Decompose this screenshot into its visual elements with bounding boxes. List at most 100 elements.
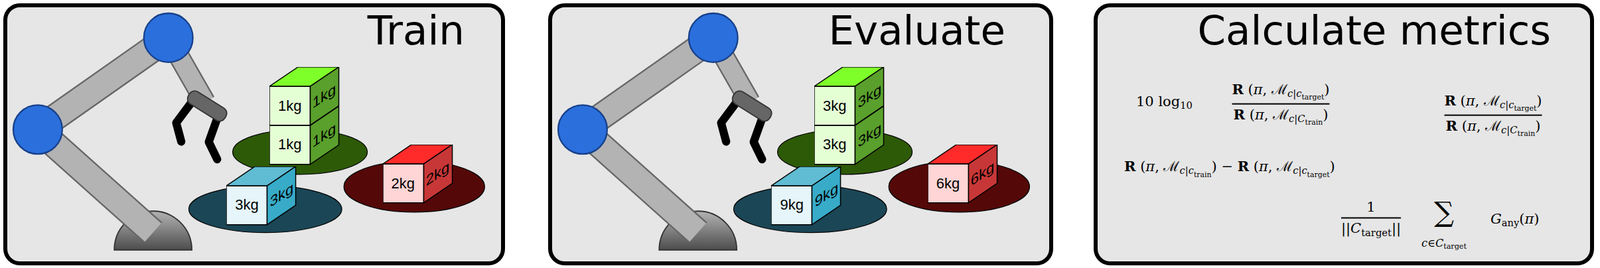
formula-run: target	[1307, 170, 1330, 180]
formula-run: , ℳ	[1154, 158, 1180, 175]
formula-run: target	[1301, 92, 1324, 102]
formula-run: π	[1465, 92, 1476, 109]
formula-run: )	[1536, 92, 1542, 109]
formula-run: R	[1444, 92, 1456, 109]
fraction-numerator: R (π, ℳc|ctarget)	[1231, 80, 1330, 103]
formula-run: , ℳ	[1476, 118, 1502, 135]
floor-disc	[888, 161, 1030, 213]
cube-front-face	[771, 185, 813, 225]
formula-run: C	[1509, 124, 1518, 136]
formula-run: (	[1457, 118, 1468, 135]
panel-background	[548, 3, 1054, 266]
formula-run: , ℳ	[1262, 81, 1288, 98]
cube-front-label: 3kg	[226, 185, 268, 225]
formula-run: π	[1467, 118, 1477, 135]
formula-run: G	[1490, 211, 1502, 227]
fraction-bar	[1444, 114, 1542, 117]
formula-run: )	[1533, 211, 1539, 227]
formula-run: C	[1435, 236, 1444, 250]
formula-run: train	[1193, 170, 1212, 180]
formula-term: R (π, ℳc|ctarget)	[1444, 92, 1542, 114]
formula-run: target	[1443, 242, 1467, 251]
cube-side-face	[968, 144, 997, 204]
formula-run: )	[1323, 81, 1330, 98]
formula-run: ∑	[1434, 195, 1455, 229]
panel-background	[3, 3, 506, 266]
cube-front-face	[269, 125, 311, 164]
panel-title: Calculate metrics	[1197, 9, 1552, 51]
formula-run: R	[1237, 157, 1249, 175]
formula-term: 10 log10	[1136, 92, 1193, 113]
fraction-numerator: R (π, ℳc|ctarget)	[1444, 92, 1542, 114]
formula-term: ||Ctarget||	[1341, 220, 1401, 240]
cube-front-face	[226, 185, 268, 225]
formula-run: c	[1301, 164, 1307, 176]
formula: R (π, ℳc|ctrain) − R (π, ℳc|ctarget)	[1124, 157, 1336, 180]
formula-run: c	[1292, 164, 1299, 176]
formula-run: ) −	[1211, 158, 1238, 175]
formula-run: target	[1513, 104, 1537, 113]
formula-run: ∈	[1427, 236, 1436, 250]
cube-front-label: 1kg	[269, 125, 311, 164]
formula-run: |	[1185, 164, 1189, 176]
weight-cube: 3kg3kg	[226, 166, 296, 225]
formula-run: , ℳ	[1475, 92, 1500, 109]
formula: R (π, ℳc|ctarget)R (π, ℳc|Ctrain)	[1444, 92, 1542, 140]
floor-disc	[733, 185, 888, 233]
formula-run: (	[1243, 81, 1254, 98]
cube-front-face	[814, 86, 856, 126]
formula-run: c	[1508, 98, 1514, 111]
floor-disc	[343, 161, 485, 213]
panel: Evaluate3kg3kg3kg3kg9kg9kg6kg6kg	[548, 3, 1054, 266]
formula-run: c	[1501, 124, 1507, 136]
formula-term: c∈Ctarget	[1421, 236, 1467, 252]
weight-cube: 6kg6kg	[927, 144, 998, 204]
formula-run: c	[1287, 87, 1293, 99]
cube-front-label: 9kg	[771, 185, 813, 225]
fraction-bar	[1341, 217, 1401, 219]
formula-term: ∑	[1434, 198, 1455, 227]
formula-term: R (π, ℳc|ctarget)	[1231, 80, 1330, 103]
formula-run: π	[1254, 106, 1265, 123]
formula-term: 1	[1366, 198, 1376, 216]
formula-run: R	[1124, 157, 1136, 175]
formula-run: π	[1525, 211, 1535, 227]
formula-run: 10 log	[1136, 93, 1180, 110]
formula-run: any	[1501, 217, 1520, 229]
weight-cube: 2kg2kg	[382, 144, 453, 204]
formula-run: 1	[1366, 199, 1376, 216]
formula-run: 10	[1179, 99, 1193, 111]
formula: 10 log10	[1136, 92, 1193, 113]
fraction-denominator: ||Ctarget||	[1341, 220, 1401, 240]
cube-front-face	[927, 164, 969, 204]
formula-run: |	[1505, 98, 1509, 111]
formula-run: ||	[1341, 220, 1351, 237]
formula-run: train	[1517, 130, 1536, 139]
formula-term: R (π, ℳc|ctrain) − R (π, ℳc|ctarget)	[1124, 157, 1336, 180]
formula-run: |	[1294, 112, 1298, 125]
cube-front-label: 3kg	[814, 86, 856, 126]
cube-front-label: 1kg	[269, 86, 311, 126]
cube-side-face	[812, 166, 841, 225]
formula-term: Gany(π)	[1490, 210, 1540, 230]
formula: ∑	[1434, 198, 1455, 227]
formula-term: R (π, ℳc|Ctrain)	[1446, 117, 1541, 139]
formula-run: (	[1455, 92, 1466, 109]
cube-side-face	[855, 106, 884, 165]
formula-run: π	[1145, 158, 1155, 175]
cube-side-face	[423, 144, 452, 204]
fraction-denominator: R (π, ℳc|Ctrain)	[1446, 117, 1541, 139]
formula-run: c	[1499, 98, 1506, 111]
formula-run: )	[1534, 118, 1541, 135]
formula-run: c	[1179, 164, 1186, 176]
formula-run: π	[1253, 81, 1263, 98]
formula-run: (	[1135, 158, 1146, 175]
weight-cube: 9kg9kg	[771, 166, 841, 225]
formula-run: , ℳ	[1268, 158, 1293, 175]
panel-title: Train	[367, 9, 465, 51]
weight-cube: 3kg3kg	[814, 67, 884, 126]
panel: Calculate metrics10 log10R (π, ℳc|ctarge…	[1093, 3, 1595, 266]
formula-run: R	[1231, 80, 1243, 98]
formula-run: (	[1248, 158, 1259, 175]
cube-front-label: 3kg	[814, 125, 856, 164]
